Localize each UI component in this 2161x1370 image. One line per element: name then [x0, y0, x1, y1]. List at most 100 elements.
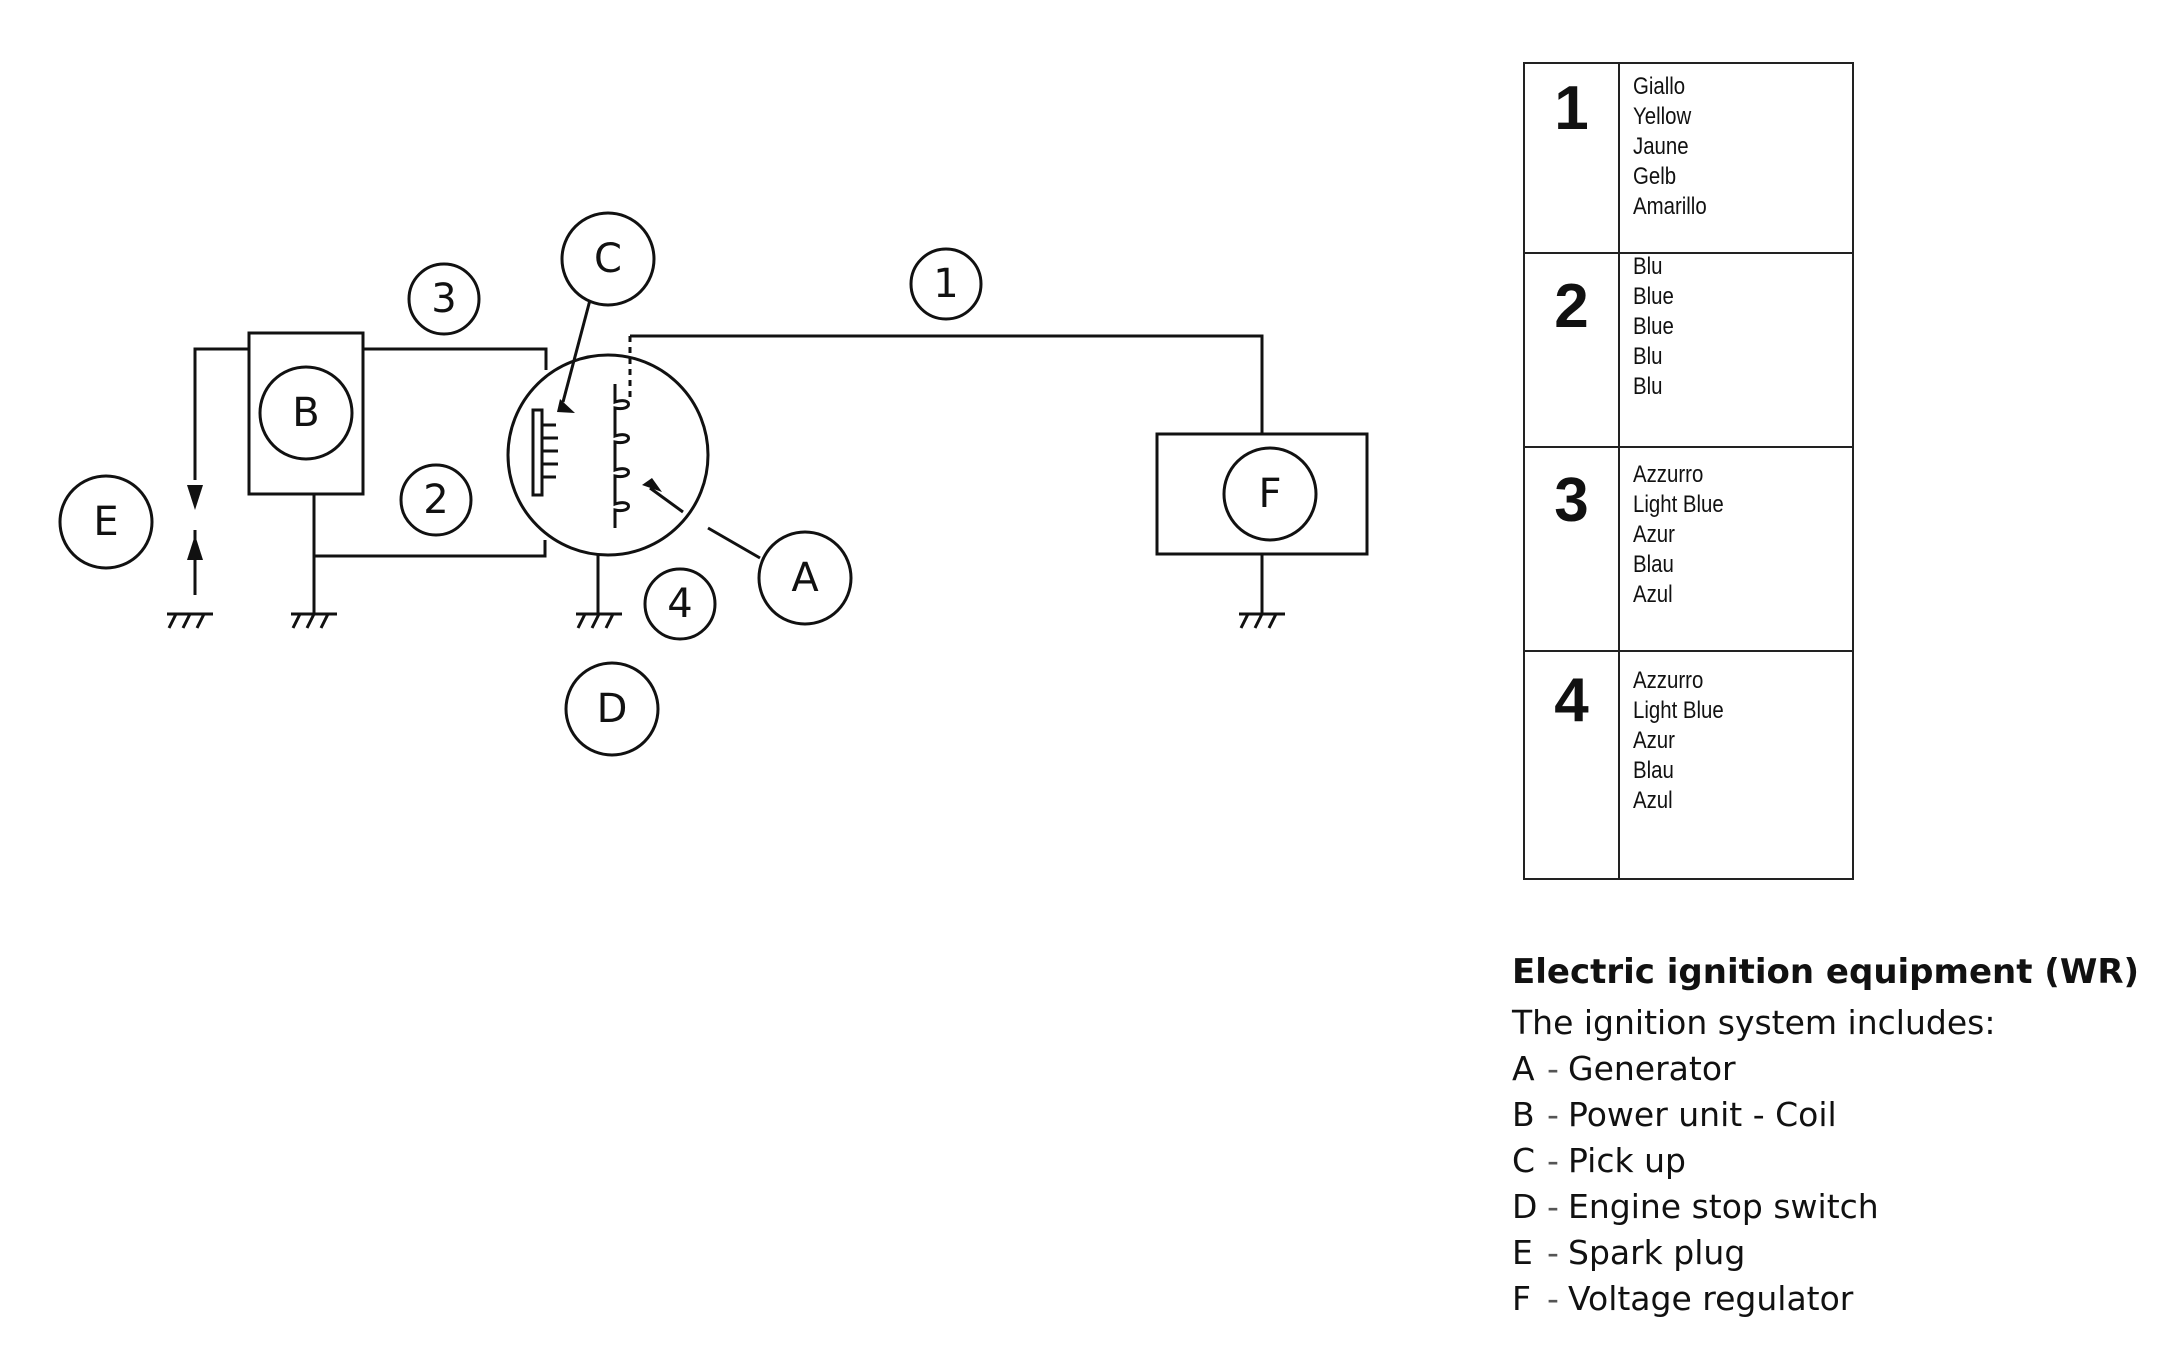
- label-4: 4: [667, 581, 692, 627]
- color-name: Azul: [1633, 581, 1673, 608]
- legend-letter: B: [1512, 1095, 1535, 1134]
- label-circle-f: [1222, 446, 1318, 542]
- label-1: 1: [933, 261, 958, 307]
- wire-2: [312, 494, 547, 558]
- color-name: Azzurro: [1633, 461, 1704, 488]
- wire-color-table: 1 Giallo Yellow Jaune Gelb Amarillo 2 Bl…: [1523, 62, 1854, 880]
- label-3: 3: [431, 276, 456, 322]
- ground-symbol-d: [576, 612, 622, 629]
- legend-separator: -: [1547, 1279, 1559, 1318]
- color-name: Jaune: [1633, 133, 1689, 160]
- color-row-number: 1: [1554, 74, 1589, 143]
- label-circle-4: [643, 567, 717, 641]
- color-name: Blu: [1633, 253, 1663, 280]
- label-circle-e: [58, 474, 154, 570]
- color-row-4: 4 Azzurro Light Blue Azur Blau Azul: [1525, 652, 1852, 880]
- label-circle-b: [258, 365, 354, 461]
- color-name: Blu: [1633, 373, 1663, 400]
- legend-separator: -: [1547, 1095, 1559, 1134]
- color-row-3: 3 Azzurro Light Blue Azur Blau Azul: [1525, 448, 1852, 652]
- legend-text: Generator: [1568, 1049, 1736, 1088]
- wire-3: [363, 347, 548, 370]
- leader-c: [561, 299, 592, 403]
- label-circle-2: [399, 463, 473, 537]
- color-name: Blu: [1633, 343, 1663, 370]
- caption-title: Electric ignition equipment (WR): [1512, 952, 2140, 992]
- label-d: D: [597, 686, 628, 732]
- color-name: Blue: [1633, 283, 1674, 310]
- legend-item: C-Pick up: [1512, 1138, 2152, 1184]
- color-row-number: 2: [1554, 272, 1589, 341]
- color-name: Light Blue: [1633, 491, 1724, 518]
- legend-letter: D: [1512, 1187, 1538, 1226]
- caption: Electric ignition equipment (WR) The ign…: [1512, 950, 2152, 1322]
- legend-letter: E: [1512, 1233, 1533, 1272]
- label-circle-d: [564, 661, 660, 757]
- component-legend: A-Generator B-Power unit - Coil C-Pick u…: [1512, 1046, 2152, 1322]
- color-name: Light Blue: [1633, 697, 1724, 724]
- color-name: Azur: [1633, 727, 1675, 754]
- color-names: Blu Blue Blue Blu Blu: [1633, 252, 1674, 402]
- wire-1: [630, 334, 1264, 434]
- color-row-2: 2 Blu Blue Blue Blu Blu: [1525, 252, 1852, 448]
- legend-item: A-Generator: [1512, 1046, 2152, 1092]
- legend-item: F-Voltage regulator: [1512, 1276, 2152, 1322]
- color-name: Gelb: [1633, 163, 1677, 190]
- legend-separator: -: [1547, 1233, 1559, 1272]
- ground-symbol-f: [1239, 612, 1285, 629]
- color-row-number: 3: [1554, 466, 1589, 535]
- color-names: Azzurro Light Blue Azur Blau Azul: [1633, 666, 1724, 816]
- color-names: Giallo Yellow Jaune Gelb Amarillo: [1633, 72, 1707, 222]
- color-row-1: 1 Giallo Yellow Jaune Gelb Amarillo: [1525, 64, 1852, 254]
- spark-gap-arrow-down: [187, 485, 203, 510]
- color-name: Amarillo: [1633, 193, 1707, 220]
- label-c: C: [594, 236, 622, 282]
- power-unit-box: [247, 331, 365, 496]
- label-circle-1: [909, 247, 983, 321]
- color-name: Giallo: [1633, 73, 1686, 100]
- label-a: A: [791, 555, 819, 601]
- legend-item: D-Engine stop switch: [1512, 1184, 2152, 1230]
- legend-letter: F: [1512, 1279, 1531, 1318]
- color-name: Blue: [1633, 313, 1674, 340]
- legend-letter: C: [1512, 1141, 1536, 1180]
- generator-circle: [506, 353, 710, 557]
- label-2: 2: [423, 477, 448, 523]
- legend-item: B-Power unit - Coil: [1512, 1092, 2152, 1138]
- pickup-coil: [531, 408, 544, 497]
- ht-lead: [193, 347, 249, 480]
- label-circle-c: [560, 211, 656, 307]
- legend-text: Pick up: [1568, 1141, 1686, 1180]
- legend-text: Voltage regulator: [1568, 1279, 1854, 1318]
- ground-symbol-b: [291, 612, 337, 629]
- legend-separator: -: [1547, 1141, 1559, 1180]
- legend-text: Engine stop switch: [1568, 1187, 1879, 1226]
- generator-arrow: [642, 478, 662, 492]
- generator-arrow-shaft: [649, 486, 684, 514]
- generator-winding: [613, 384, 630, 528]
- legend-text: Power unit - Coil: [1568, 1095, 1837, 1134]
- pickup-winding: [542, 423, 558, 479]
- legend-item: E-Spark plug: [1512, 1230, 2152, 1276]
- color-name: Azul: [1633, 787, 1673, 814]
- color-name: Blau: [1633, 551, 1674, 578]
- color-names: Azzurro Light Blue Azur Blau Azul: [1633, 460, 1724, 610]
- color-name: Azzurro: [1633, 667, 1704, 694]
- label-e: E: [93, 499, 118, 545]
- legend-text: Spark plug: [1568, 1233, 1746, 1272]
- ground-symbol-e: [167, 612, 213, 629]
- caption-intro: The ignition system includes:: [1512, 1003, 1996, 1042]
- label-b: B: [292, 390, 319, 436]
- legend-separator: -: [1547, 1049, 1559, 1088]
- pickup-arrow: [557, 399, 575, 413]
- legend-separator: -: [1547, 1187, 1559, 1226]
- label-circle-3: [407, 262, 481, 336]
- label-f: F: [1258, 471, 1281, 517]
- color-name: Blau: [1633, 757, 1674, 784]
- legend-letter: A: [1512, 1049, 1535, 1088]
- color-name: Yellow: [1633, 103, 1692, 130]
- spark-gap-arrow-up: [187, 535, 203, 560]
- leader-a: [707, 526, 761, 560]
- table-divider: [1618, 64, 1620, 878]
